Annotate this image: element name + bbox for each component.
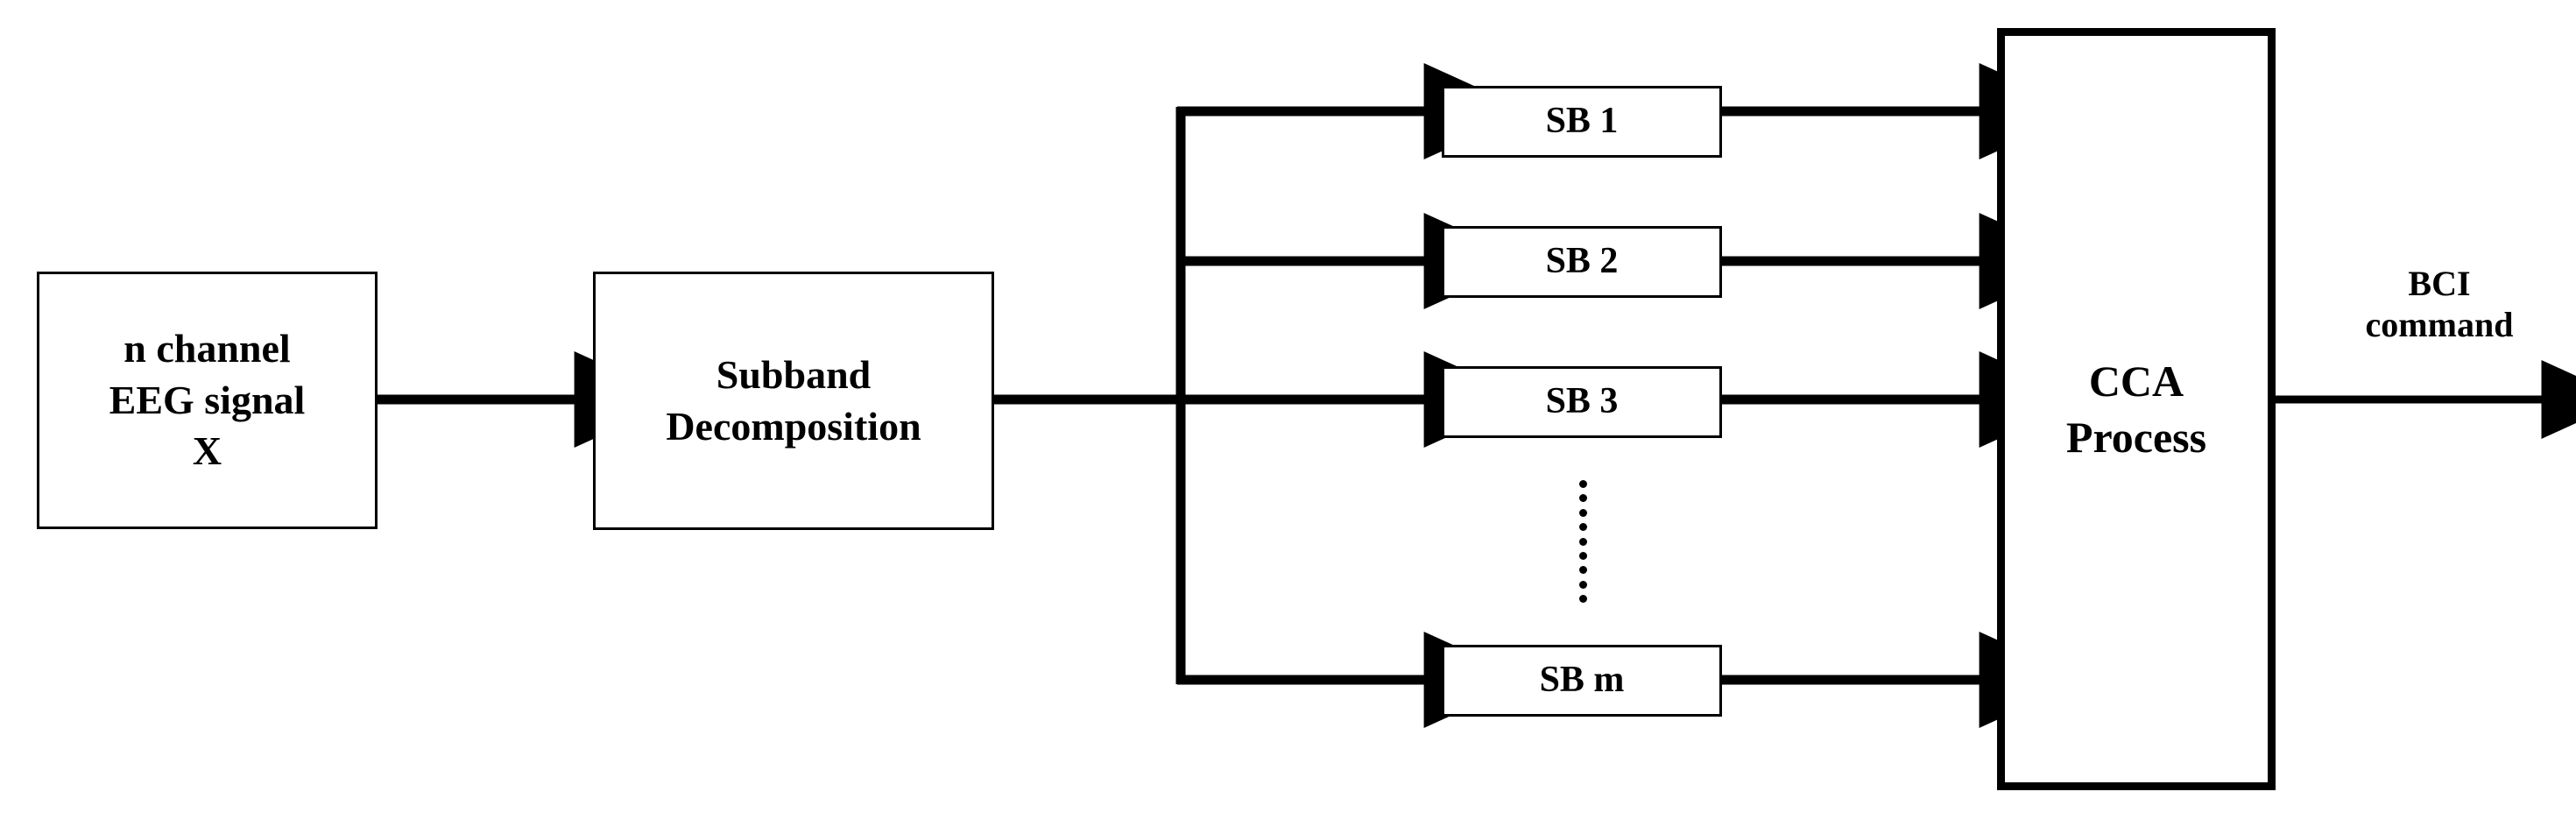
block-subband-m: SB m — [1442, 645, 1722, 717]
block-input-eeg-signal: n channel EEG signal X — [37, 272, 378, 529]
block-subband-2: SB 2 — [1442, 226, 1722, 298]
block-cca-process: CCA Process — [1997, 28, 2276, 790]
block-subband-3: SB 3 — [1442, 366, 1722, 438]
vertical-ellipsis-icon — [1578, 480, 1587, 603]
block-subband-1: SB 1 — [1442, 86, 1722, 158]
block-subband-decomposition: Subband Decomposition — [593, 272, 994, 530]
label-bci-command: BCI command — [2365, 264, 2514, 345]
